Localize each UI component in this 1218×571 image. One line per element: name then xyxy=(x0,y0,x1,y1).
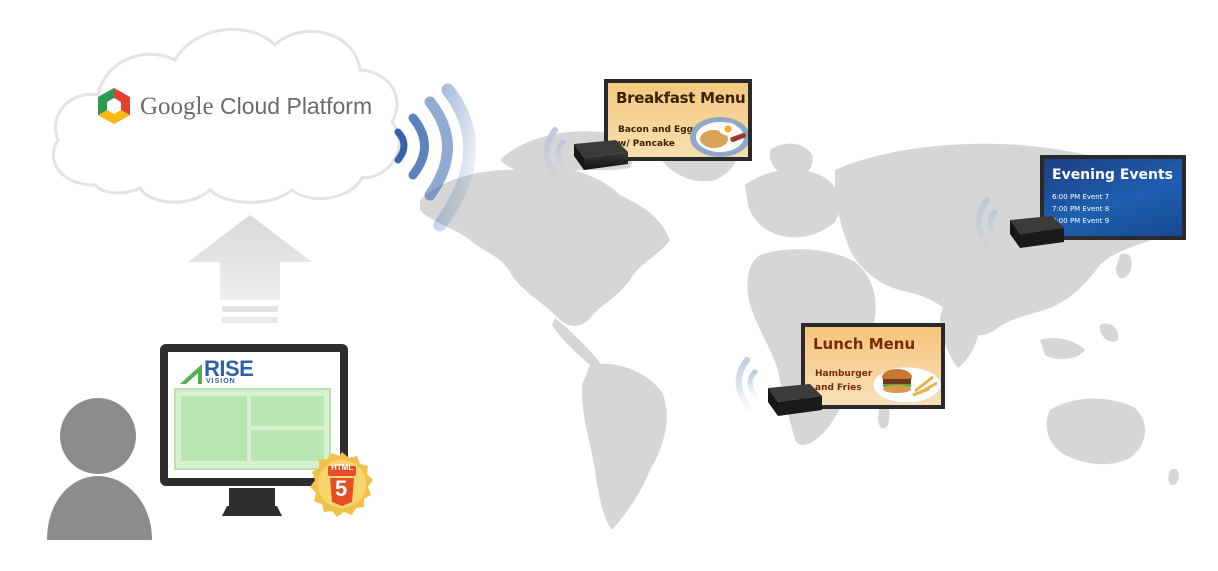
media-player-icon xyxy=(574,140,628,170)
display-title: Breakfast Menu xyxy=(616,89,746,107)
cloud-platform-label: Google Cloud Platform xyxy=(140,93,372,121)
display-line: 8:00 PM Event 9 xyxy=(1052,217,1110,225)
google-cloud-hexagon-icon xyxy=(98,88,130,124)
html5-badge-label: HTML xyxy=(331,463,354,472)
evening-events-display: Evening Events 6:00 PM Event 7 7:00 PM E… xyxy=(1040,155,1186,240)
display-line: 6:00 PM Event 7 xyxy=(1052,193,1110,201)
monitor-icon xyxy=(160,344,348,516)
upload-arrow-icon xyxy=(188,215,312,323)
wifi-signal-icon xyxy=(975,197,998,250)
display-line: 7:00 PM Event 8 xyxy=(1052,205,1110,213)
display-line: Bacon and Egg xyxy=(618,125,694,135)
breakfast-menu-display: Breakfast Menu Bacon and Egg w/ Pancake xyxy=(604,79,752,161)
wifi-signal-icon xyxy=(394,83,477,232)
wifi-signal-icon xyxy=(735,357,758,410)
display-line: and Fries xyxy=(815,383,862,393)
breakfast-plate-image xyxy=(690,117,748,157)
cloud-brand: Google xyxy=(140,93,214,120)
wifi-signal-icon xyxy=(543,127,566,180)
media-player-icon xyxy=(1010,216,1064,248)
cloud-shape xyxy=(51,27,401,204)
display-title: Lunch Menu xyxy=(813,335,916,353)
display-line: Hamburger xyxy=(815,369,873,379)
display-title: Evening Events xyxy=(1052,167,1173,183)
user-icon xyxy=(47,398,152,540)
display-line: w/ Pancake xyxy=(618,139,675,149)
burger-plate-image xyxy=(872,366,941,404)
rise-logo-subtext: VISION xyxy=(206,378,236,385)
media-player-icon xyxy=(768,384,822,416)
html5-badge-icon xyxy=(310,452,373,517)
html5-badge-number: 5 xyxy=(335,476,348,501)
rise-logo-text: RISE xyxy=(204,356,254,381)
cloud-product: Cloud Platform xyxy=(220,93,373,119)
lunch-menu-display: Lunch Menu Hamburger and Fries xyxy=(801,323,945,409)
